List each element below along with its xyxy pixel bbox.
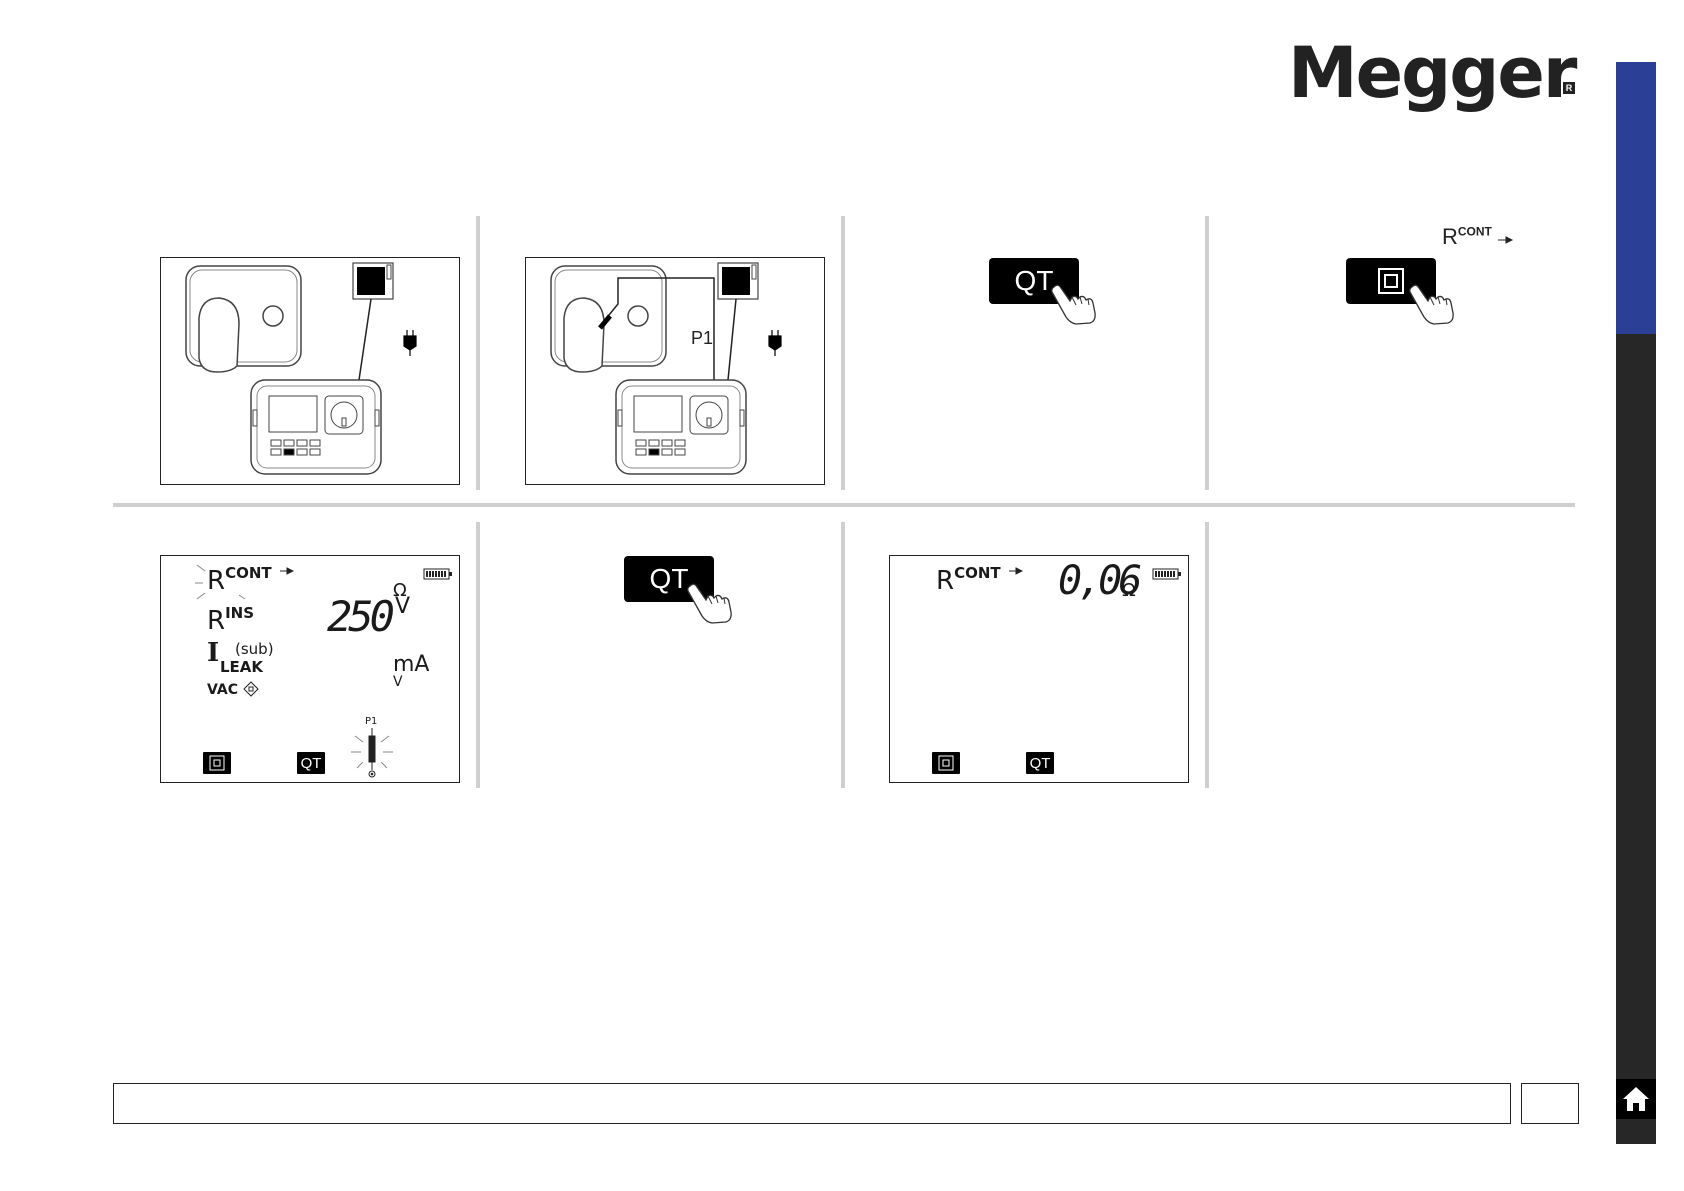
ileak-row: I (sub) LEAK — [207, 638, 219, 668]
probe-symbol: P1 — [351, 716, 393, 778]
class2-square-icon — [1378, 268, 1404, 294]
pointing-hand-icon — [686, 582, 734, 624]
appliance-tester-drawing — [161, 258, 459, 484]
footer-caption-box — [113, 1083, 1511, 1124]
lcd-screen-select: RCONT RINS I (sub) LEAK VAC 250 Ω V mA V… — [160, 555, 460, 783]
pointing-hand-icon — [1408, 283, 1456, 325]
column-divider — [476, 522, 480, 788]
plug-symbol-icon — [280, 567, 294, 575]
voltage-reading: 250 — [327, 592, 391, 641]
side-tab-active[interactable] — [1616, 62, 1656, 334]
plug-symbol-icon — [1009, 567, 1023, 575]
column-divider — [1205, 522, 1209, 788]
class2-softkey[interactable] — [932, 752, 960, 774]
column-divider — [476, 216, 480, 490]
column-divider — [841, 522, 845, 788]
qt-softkey[interactable]: QT — [297, 752, 325, 774]
step1-illustration — [160, 257, 460, 485]
unit-volt-small: V — [393, 674, 403, 690]
page-number-box — [1521, 1083, 1579, 1124]
side-tab-bar — [1616, 334, 1656, 1144]
class2-softkey[interactable] — [203, 752, 231, 774]
class2-square-icon — [209, 755, 225, 771]
plug-symbol-icon — [1498, 236, 1514, 244]
qt-softkey[interactable]: QT — [1026, 752, 1054, 774]
qt-button-label: QT — [1015, 265, 1054, 297]
unit-ohm: Ω — [1122, 580, 1136, 601]
rcont-row: RCONT — [207, 564, 294, 596]
registered-mark: R — [1563, 82, 1575, 94]
class2-square-icon — [938, 755, 954, 771]
test-probe-icon — [351, 726, 393, 778]
column-divider — [841, 216, 845, 490]
megger-logo: Megger — [1288, 38, 1575, 108]
battery-icon — [1152, 568, 1182, 580]
lcd-screen-result: RCONT 0,06 Ω QT — [889, 555, 1189, 783]
probe-label: P1 — [691, 328, 713, 348]
pointing-hand-icon — [1050, 283, 1098, 325]
rcont-row: RCONT — [936, 564, 1023, 596]
class2-diamond-icon — [243, 681, 259, 697]
home-button[interactable] — [1616, 1079, 1656, 1119]
column-divider — [1205, 216, 1209, 490]
home-icon — [1621, 1085, 1651, 1113]
vac-row: VAC — [207, 681, 259, 698]
battery-icon — [423, 568, 453, 580]
unit-volt: V — [395, 594, 410, 619]
step4-caption: RCONT — [1442, 224, 1514, 250]
row-divider — [113, 503, 1575, 507]
step2-illustration: P1 — [525, 257, 825, 485]
probe-connection-drawing: P1 — [526, 258, 824, 484]
qt-button-label: QT — [650, 563, 689, 595]
rins-row: RINS — [207, 604, 254, 636]
